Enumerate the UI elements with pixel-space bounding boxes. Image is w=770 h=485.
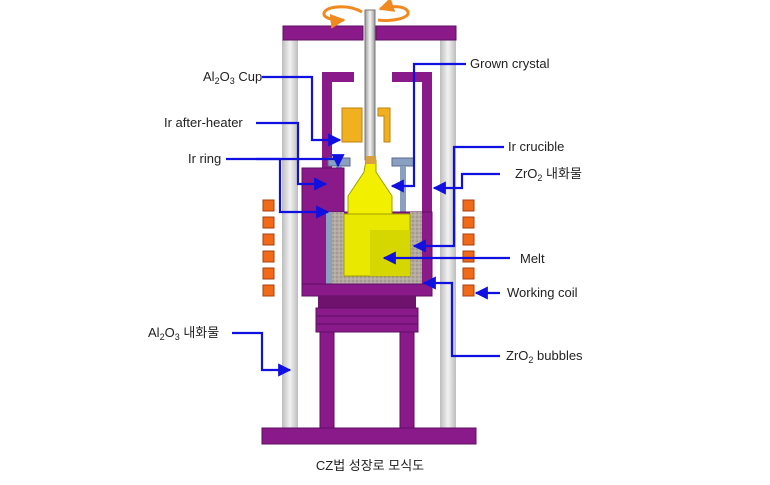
pedestal-leg-right	[399, 331, 415, 429]
zro2-bubbles-layer	[332, 212, 422, 290]
after-heater-top-right	[392, 72, 432, 82]
pull-rod	[364, 9, 376, 161]
after-heater-wall-left	[322, 72, 332, 170]
top-cover-left	[282, 25, 364, 41]
label-working-coil: Working coil	[507, 285, 578, 300]
base-plate	[261, 427, 477, 445]
grown-crystal	[347, 159, 393, 215]
working-coil-left	[262, 199, 275, 297]
al2o3-cup-right	[377, 107, 391, 143]
al2o3-cup-shape	[341, 107, 363, 143]
arrow-grown-crystal	[390, 62, 466, 193]
arrow-al2o3-refractory	[232, 331, 292, 377]
pedestal-top	[318, 296, 416, 308]
label-ir-ring: Ir ring	[188, 151, 221, 166]
support-plate	[301, 283, 433, 297]
label-grown-crystal: Grown crystal	[470, 56, 550, 71]
label-al2o3-refractory: Al2O3 내화물	[148, 325, 219, 342]
rotation-arrow-left	[322, 5, 363, 29]
ir-crucible-wall-left	[326, 212, 334, 284]
arrow-ir-ring-2	[256, 157, 330, 219]
label-al2o3-cup: Al2O3 Cup	[203, 69, 262, 86]
diagram-caption: CZ법 성장로 모식도	[316, 458, 424, 473]
working-coil-right	[462, 199, 475, 297]
arrow-al2o3-cup	[262, 75, 342, 147]
label-melt: Melt	[520, 251, 545, 266]
arrow-ir-crucible	[412, 145, 504, 253]
seed-holder	[366, 156, 376, 164]
label-zro2-bubbles: ZrO2 bubbles	[506, 348, 583, 365]
pedestal-leg-left	[319, 331, 335, 429]
arrow-zro2-bubbles	[422, 276, 500, 358]
after-heater-top-left	[322, 72, 354, 82]
melt-dark	[370, 230, 410, 276]
label-ir-crucible: Ir crucible	[508, 139, 564, 154]
label-ir-after-heater: Ir after-heater	[164, 115, 243, 130]
outer-tube-left	[282, 40, 298, 428]
label-zro2-refractory: ZrO2 내화물	[515, 166, 582, 183]
pedestal-band	[315, 307, 419, 333]
top-cover-right	[375, 25, 457, 41]
arrow-zro2-refractory	[432, 172, 500, 195]
ir-ring-right-post	[400, 166, 406, 212]
after-heater-wall-right	[422, 72, 432, 282]
ir-ring-right	[391, 157, 415, 167]
rotation-arrow-right	[377, 0, 410, 22]
arrow-ir-after-heater	[256, 121, 328, 191]
